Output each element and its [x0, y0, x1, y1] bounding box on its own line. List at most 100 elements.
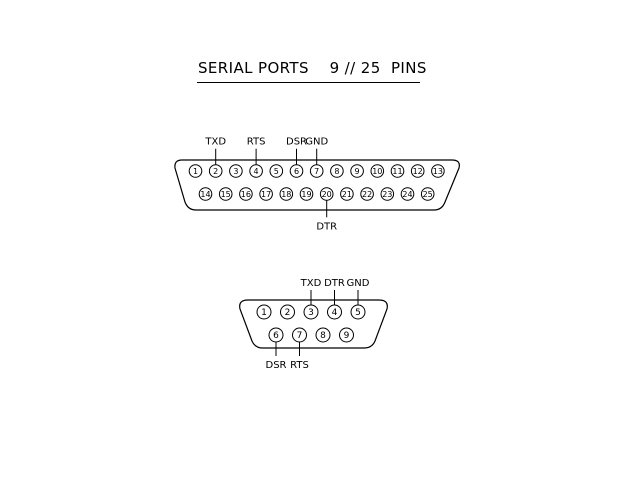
db9-pin-9-circle — [339, 327, 354, 343]
db25-pin-12-number: 12 — [413, 167, 423, 176]
db25-pin-18: 18 — [279, 187, 294, 201]
db25-pin-21-number: 21 — [342, 190, 352, 199]
db9-pin-7-number: 7 — [297, 331, 303, 341]
db9-pin-2-circle — [280, 304, 295, 320]
db25-pin-24: 24 — [400, 187, 415, 201]
db25-pin-25-circle — [420, 187, 435, 201]
db25-pin-22: 22 — [360, 187, 374, 201]
db25-pin-16-circle — [239, 187, 253, 201]
db25-pin-2: 2 — [208, 164, 223, 178]
db25-pin-17-number: 17 — [261, 190, 271, 199]
db25-pin-19-number: 19 — [301, 190, 311, 199]
db25-pin-17-circle — [259, 187, 273, 201]
db25-pin-13-circle — [431, 164, 445, 178]
db25-pin-7-number: 7 — [314, 167, 319, 176]
db25-pin-15-circle — [218, 187, 233, 201]
db25-pin-14-circle — [198, 187, 213, 201]
db9-pin-4: 4 — [327, 304, 342, 320]
db25-pin-9-number: 9 — [355, 167, 360, 176]
db25-pin-16-number: 16 — [241, 190, 251, 199]
db9-pin-1-number: 1 — [261, 308, 267, 318]
db25-signal-gnd-label: GND — [305, 137, 328, 148]
db25-shell — [174, 159, 460, 211]
db25-pin-4: 4 — [249, 164, 263, 178]
db25-pin-10: 10 — [370, 164, 385, 178]
db9-pin-6-number: 6 — [273, 331, 279, 341]
db25-pin-16: 16 — [239, 187, 253, 201]
db9-pin-4-number: 4 — [332, 308, 338, 318]
db9-pin-1-circle — [256, 304, 272, 320]
db9-pin-2: 2 — [280, 304, 295, 320]
db25-pin-5-circle — [269, 164, 284, 178]
db9-signal-dsr-label: DSR — [266, 360, 287, 371]
db9-pin-8-number: 8 — [320, 331, 326, 341]
db9-pin-1: 1 — [256, 304, 272, 320]
db9-shell — [239, 299, 388, 349]
db25-pin-10-number: 10 — [372, 167, 382, 176]
db25-pin-25-number: 25 — [423, 190, 433, 199]
db25-pin-13-number: 13 — [433, 167, 443, 176]
db9-pin-7: 7 — [292, 327, 307, 343]
db25-pin-22-number: 22 — [362, 190, 372, 199]
db25-pin-11-number: 11 — [392, 167, 402, 176]
db25-pin-2-number: 2 — [213, 167, 218, 176]
db25-pin-8: 8 — [330, 164, 344, 178]
db25-pin-17: 17 — [259, 187, 273, 201]
db25-pin-23: 23 — [380, 187, 395, 201]
db25-pin-8-circle — [330, 164, 344, 178]
db25-signal-dsr-label: DSR — [286, 137, 307, 148]
db25-pin-24-circle — [400, 187, 415, 201]
db25-pin-11: 11 — [390, 164, 405, 178]
db25-pin-5-number: 5 — [274, 167, 279, 176]
db9-pin-9-number: 9 — [344, 331, 350, 341]
db25-signal-dtr-label: DTR — [316, 221, 337, 232]
db25-signal-rts-label: RTS — [247, 137, 266, 148]
db25-pin-10-circle — [370, 164, 385, 178]
db25-pin-3-circle — [229, 164, 243, 178]
db25-pin-18-number: 18 — [281, 190, 291, 199]
db25-pin-1-circle — [188, 164, 203, 178]
db25-pin-12-circle — [410, 164, 425, 178]
db9-signal-dtr-label: DTR — [324, 278, 345, 289]
db25-pin-6: 6 — [289, 164, 304, 178]
db25-signal-txd-label: TXD — [204, 137, 226, 148]
db9-pin-8-circle — [315, 327, 331, 343]
db9-pin-8: 8 — [315, 327, 331, 343]
db25-pin-1-number: 1 — [193, 167, 198, 176]
db25-pin-21: 21 — [340, 187, 354, 201]
db25-pin-12: 12 — [410, 164, 425, 178]
db25-pin-6-number: 6 — [294, 167, 299, 176]
db9-pin-5-number: 5 — [355, 308, 361, 318]
db25-pin-19: 19 — [299, 187, 314, 201]
db9-signal-txd-label: TXD — [300, 278, 322, 289]
db25-pin-18-circle — [279, 187, 294, 201]
db25-pin-8-number: 8 — [334, 167, 339, 176]
db25-pin-25: 25 — [420, 187, 435, 201]
db9-pin-6: 6 — [268, 327, 284, 343]
db9-signal-gnd-label: GND — [347, 278, 370, 289]
db25-pin-24-number: 24 — [402, 190, 412, 199]
db25-pin-9: 9 — [350, 164, 364, 178]
db9-pin-5: 5 — [350, 304, 366, 320]
db25-pin-19-circle — [299, 187, 314, 201]
db9-pin-2-number: 2 — [285, 308, 291, 318]
db9-pin-3-number: 3 — [308, 308, 314, 318]
db9-pin-9: 9 — [339, 327, 354, 343]
db25-pin-1: 1 — [188, 164, 203, 178]
db25-pin-5: 5 — [269, 164, 284, 178]
db25-pin-20-number: 20 — [322, 190, 332, 199]
db25-pin-7: 7 — [309, 164, 324, 178]
db25-pin-21-circle — [340, 187, 354, 201]
db25-pin-3: 3 — [229, 164, 243, 178]
diagram-title: SERIAL PORTS 9 // 25 PINS — [198, 59, 427, 77]
db25-pin-20: 20 — [319, 187, 334, 201]
db25-pin-15: 15 — [218, 187, 233, 201]
db25-pin-9-circle — [350, 164, 364, 178]
db25-pin-11-circle — [390, 164, 405, 178]
db9-pin-3: 3 — [303, 304, 319, 320]
db25-pin-14: 14 — [198, 187, 213, 201]
